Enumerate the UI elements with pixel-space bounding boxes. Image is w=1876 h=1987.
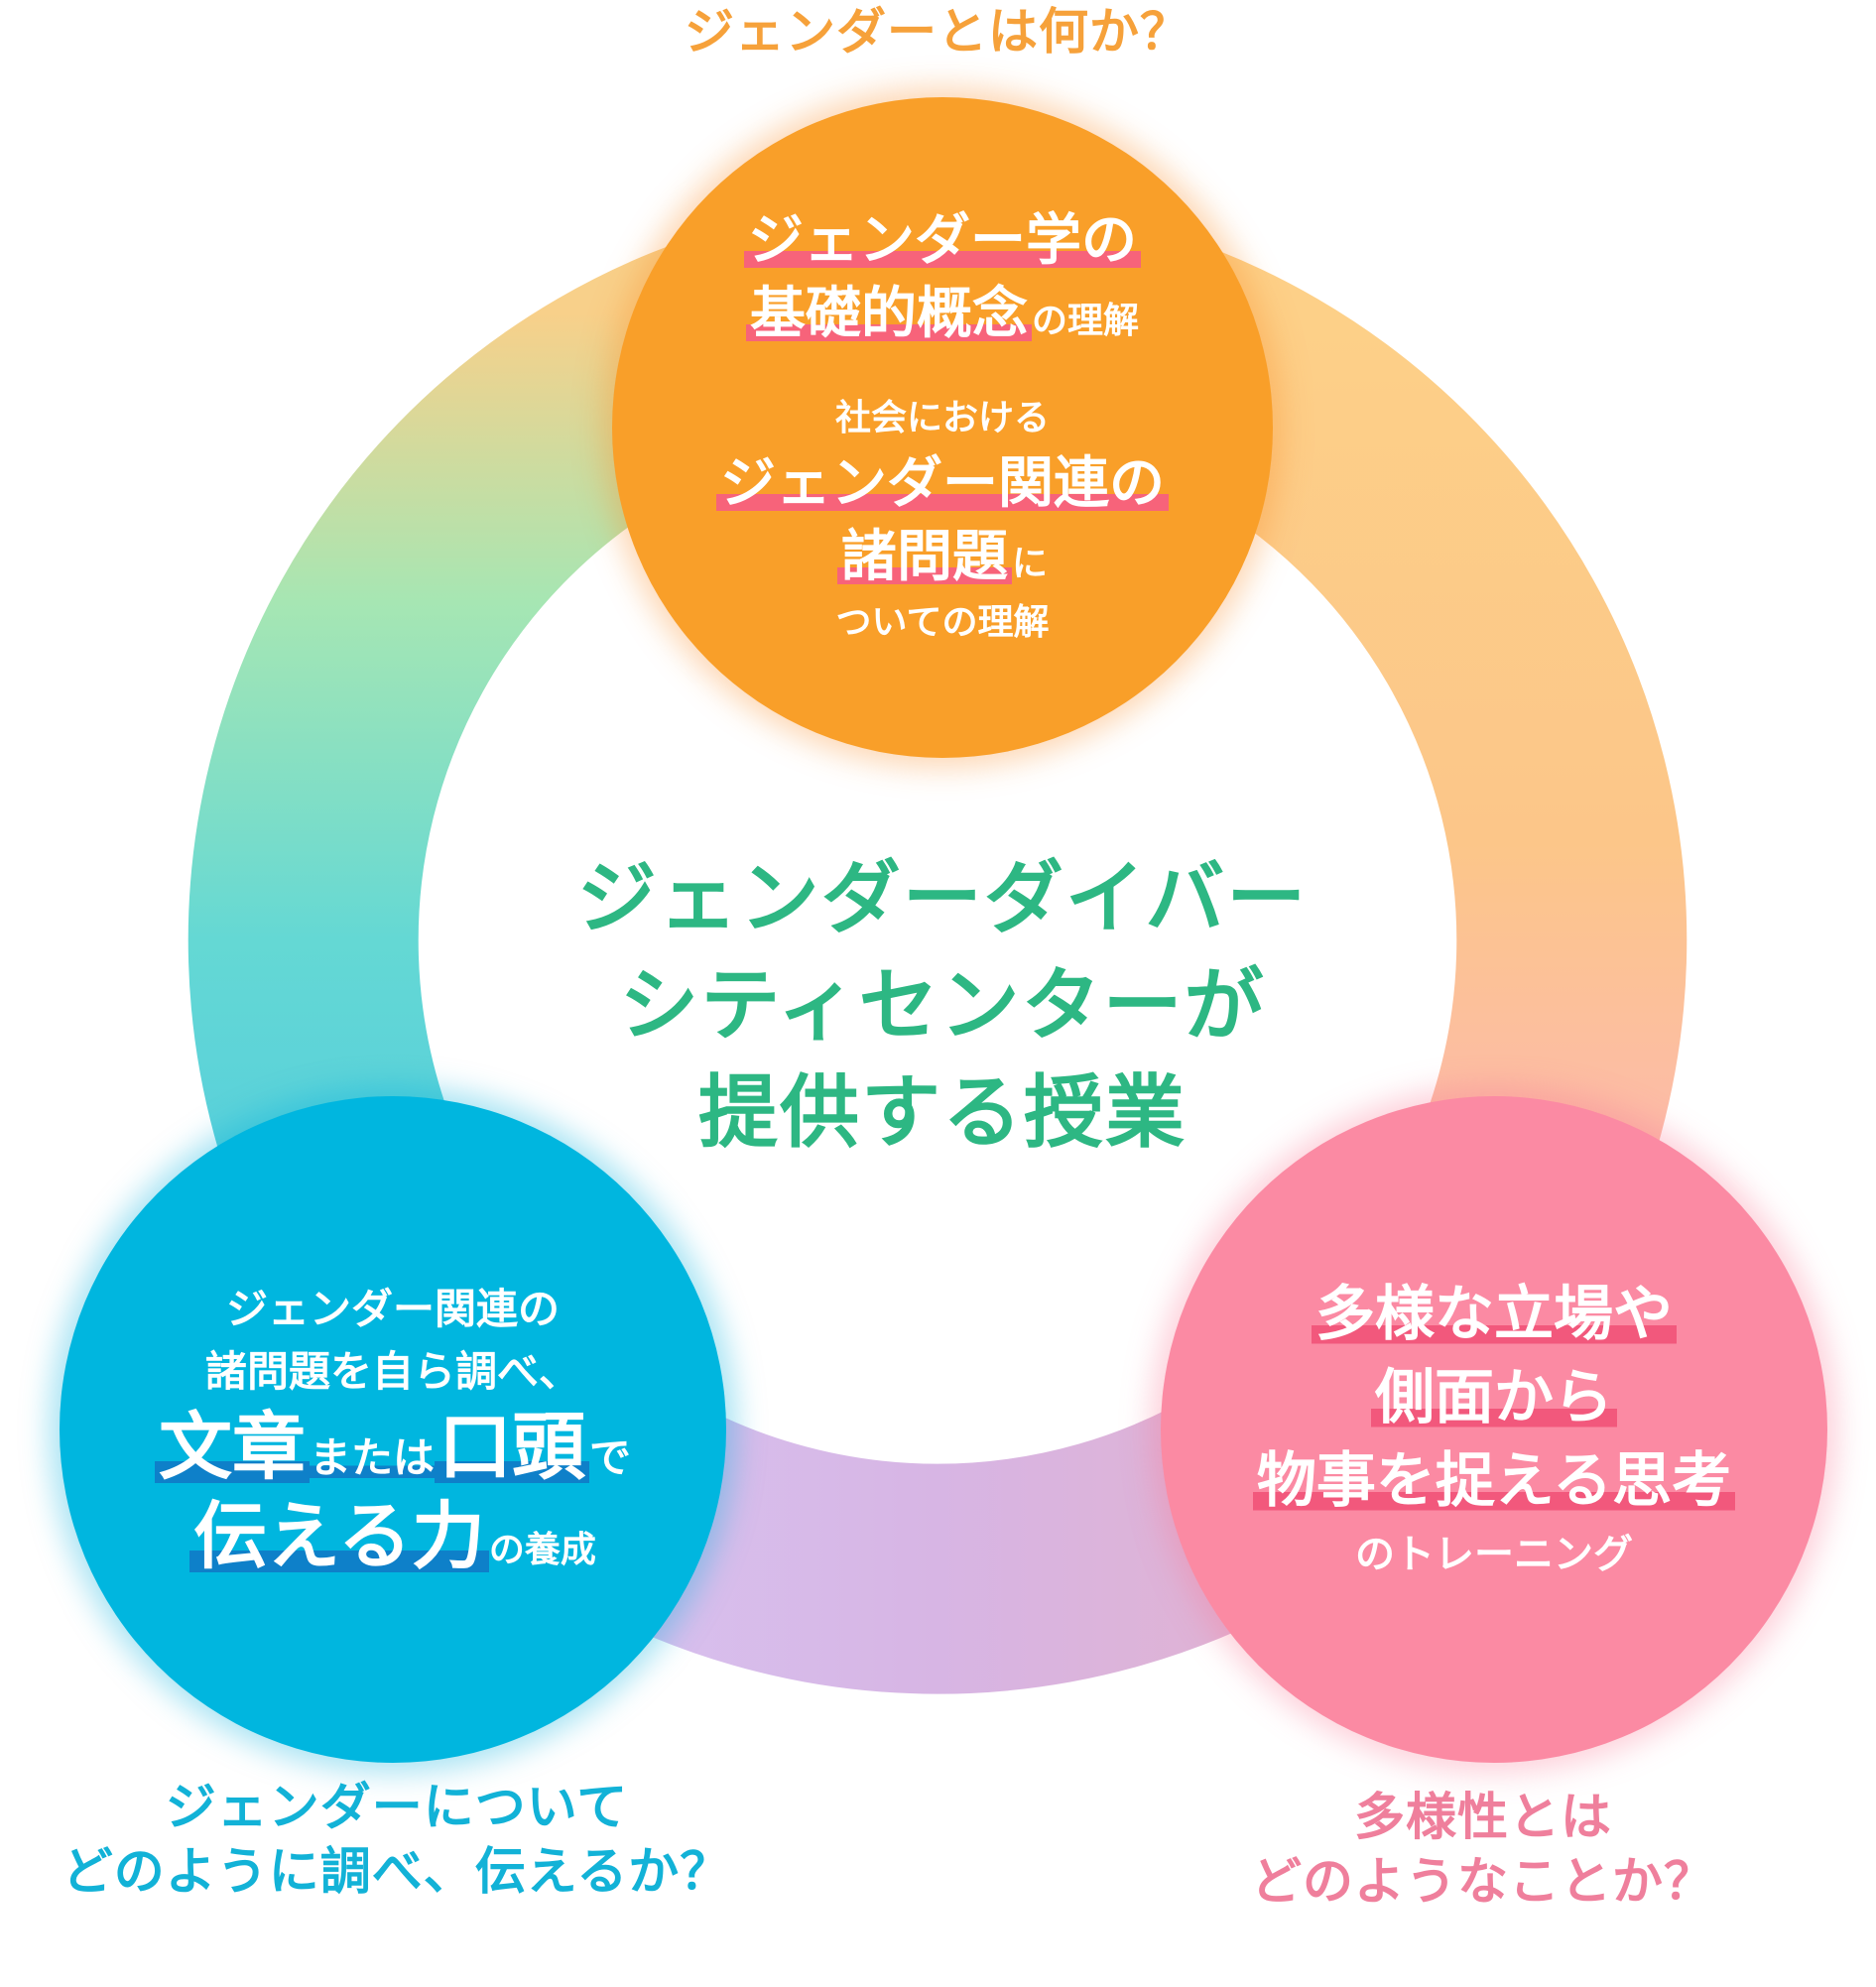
left-highlight-2: 口頭	[435, 1404, 589, 1490]
right-line-2: 側面から	[1371, 1356, 1617, 1439]
circle-research-communication: ジェンダー関連の 諸問題を自ら調べ、 文章または口頭で 伝える力の養成	[60, 1096, 726, 1763]
top-highlight-4: 諸問題	[836, 524, 1012, 589]
top-highlight-2: 基礎的概念	[745, 281, 1032, 346]
top-line-2-suffix: の理解	[1031, 300, 1139, 341]
right-line-3: 物事を捉える思考	[1252, 1439, 1736, 1523]
center-title-line-2: シティセンターが	[619, 959, 1266, 1052]
top-line-5: 諸問題に	[836, 521, 1048, 594]
left-line-2: 諸問題を自ら調べ、	[204, 1346, 580, 1396]
caption-top-text: ジェンダーとは何か？	[685, 3, 1190, 61]
left-line-1: ジェンダー関連の	[225, 1284, 560, 1333]
top-line-5-suffix: に	[1011, 543, 1048, 584]
center-title: ジェンダーダイバー シティセンターが 提供する授業	[446, 845, 1438, 1167]
caption-bottom-right-line-2: どのようなことか？	[1250, 1853, 1715, 1913]
left-line-4: 伝える力の養成	[189, 1492, 596, 1581]
left-line-4-suffix: の養成	[488, 1530, 596, 1570]
top-line-1: ジェンダー学の	[744, 204, 1141, 278]
top-line-2: 基礎的概念の理解	[745, 278, 1139, 351]
left-line-3-mid: または	[309, 1432, 435, 1482]
circle-gender-studies: ジェンダー学の 基礎的概念の理解 社会における ジェンダー関連の 諸問題に つい…	[612, 97, 1273, 758]
caption-bottom-left-line-1: ジェンダーについて	[165, 1779, 629, 1837]
right-highlight-3: 物事を捉える思考	[1252, 1446, 1736, 1516]
right-line-1: 多様な立場や	[1312, 1273, 1677, 1356]
right-highlight-1: 多様な立場や	[1312, 1280, 1677, 1349]
caption-bottom-left-line-2: どのように調べ、伝えるか？	[62, 1843, 732, 1903]
top-line-3: 社会における	[834, 398, 1050, 439]
circle-diversity-thinking: 多様な立場や 側面から 物事を捉える思考 のトレーニング	[1161, 1096, 1827, 1763]
caption-bottom-right: 多様性とは どのようなことか？	[1186, 1786, 1781, 1916]
center-title-line-3: 提供する授業	[698, 1066, 1187, 1159]
top-line-6: ついての理解	[835, 601, 1050, 643]
top-line-4: ジェンダー関連の	[716, 447, 1169, 521]
caption-bottom-left: ジェンダーについて どのように調べ、伝えるか？	[0, 1776, 794, 1906]
right-highlight-2: 側面から	[1371, 1363, 1617, 1432]
caption-bottom-right-line-1: 多様性とは	[1353, 1789, 1612, 1847]
right-line-4: のトレーニング	[1355, 1532, 1633, 1577]
center-title-line-1: ジェンダーダイバー	[576, 852, 1309, 944]
caption-top: ジェンダーとは何か？	[441, 2, 1434, 62]
left-highlight-1: 文章	[154, 1404, 310, 1490]
left-line-3: 文章または口頭で	[154, 1403, 632, 1492]
top-highlight-3: ジェンダー関連の	[716, 451, 1169, 516]
left-highlight-3: 伝える力	[189, 1494, 489, 1579]
left-line-3-suffix: で	[589, 1432, 632, 1482]
top-highlight-1: ジェンダー学の	[744, 207, 1141, 273]
